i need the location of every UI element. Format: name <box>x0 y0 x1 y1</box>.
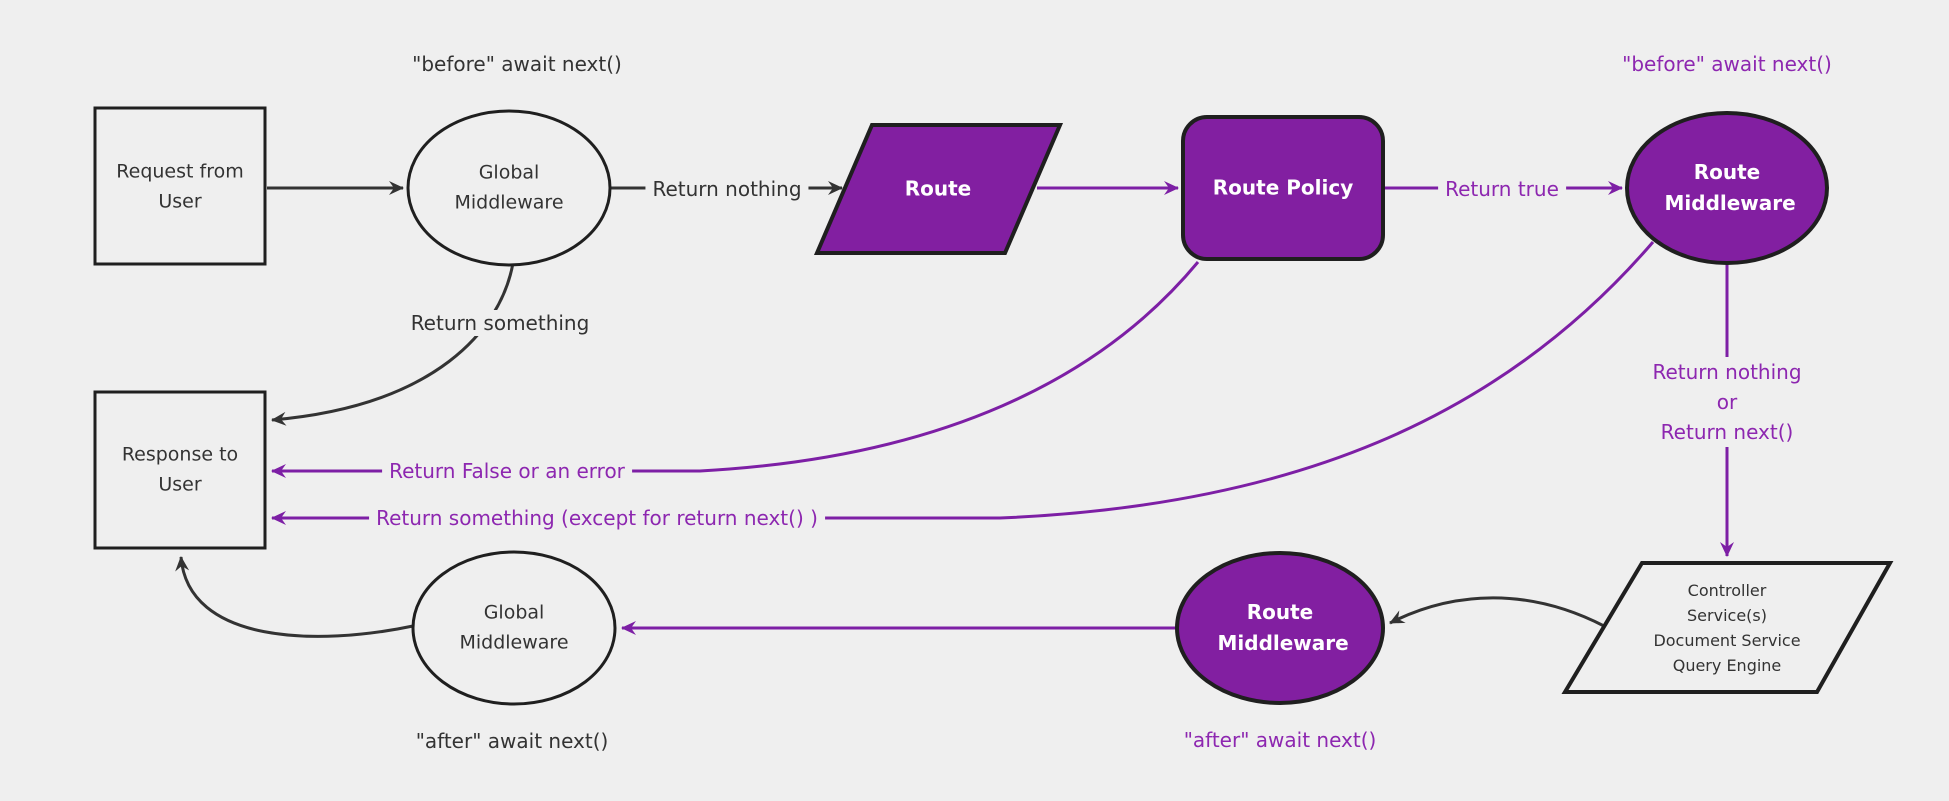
edge-label-return-nothing-or-next: Return nothing or Return next() <box>1646 357 1808 447</box>
response-to-user-label: Response to User <box>121 443 239 496</box>
edge-label-return-true: Return true <box>1438 176 1566 202</box>
edge-policy-to-response <box>271 261 1200 478</box>
edge-label-return-false-or-error: Return False or an error <box>382 458 632 484</box>
services-line-document-service: Document Service <box>1653 631 1801 650</box>
route-middleware-top-label: Route Middleware <box>1664 160 1796 215</box>
services-line-controller: Controller <box>1687 581 1767 600</box>
edge-services-to-route-mw-bottom <box>1389 596 1605 628</box>
node-route <box>813 123 1064 255</box>
annotation-after-route-mw: "after" await next() <box>1183 728 1377 752</box>
node-route-middleware-top <box>1625 111 1829 265</box>
annotation-before-route-mw: "before" await next() <box>1622 52 1832 76</box>
edge-route-mw-top-to-response <box>271 241 1655 525</box>
node-controller-services <box>1561 561 1894 694</box>
edge-global-bottom-to-response <box>175 556 414 638</box>
node-global-middleware-bottom <box>411 550 617 706</box>
annotation-after-global: "after" await next() <box>415 729 609 753</box>
node-global-middleware-top <box>406 109 612 267</box>
request-from-user-label: Request from User <box>116 160 244 213</box>
services-line-query-engine: Query Engine <box>1672 656 1782 675</box>
route-policy-label: Route Policy <box>1212 175 1354 200</box>
node-route-policy <box>1181 115 1385 261</box>
global-middleware-top-label: Global Middleware <box>454 161 564 214</box>
node-response-to-user <box>93 390 267 550</box>
annotation-before-global: "before" await next() <box>412 52 622 76</box>
node-route-middleware-bottom <box>1175 551 1385 705</box>
edge-label-return-something-except: Return something (except for return next… <box>369 505 825 531</box>
edge-label-return-something: Return something <box>403 310 597 336</box>
node-request-from-user <box>93 106 267 266</box>
route-label: Route <box>904 176 972 201</box>
edge-global-top-to-response <box>271 262 515 426</box>
edge-label-return-nothing: Return nothing <box>645 176 809 202</box>
controller-services-label: Controller Service(s) Document Service Q… <box>1653 578 1800 678</box>
global-middleware-bottom-label: Global Middleware <box>459 601 569 654</box>
route-middleware-bottom-label: Route Middleware <box>1217 600 1349 655</box>
services-line-services: Service(s) <box>1687 606 1767 625</box>
